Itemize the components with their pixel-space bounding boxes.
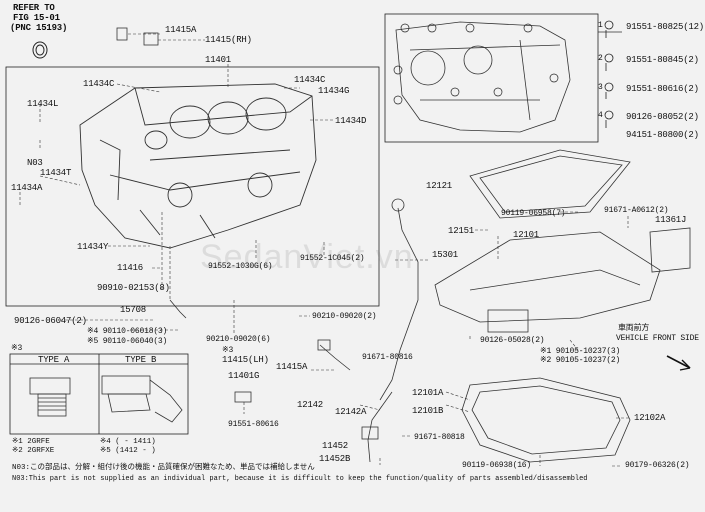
label-11434C-b[interactable]: 11434C <box>294 75 326 85</box>
lower-oil-pan <box>461 377 631 463</box>
refer-line2: FIG 15-01 <box>13 13 60 23</box>
label-11434C-a[interactable]: 11434C <box>83 79 115 89</box>
label-11415-rh[interactable]: 11415(RH) <box>205 35 252 45</box>
label-91551-80616[interactable]: 91551-80616 <box>228 420 279 429</box>
label-90126-05028[interactable]: 90126-05028(2) <box>480 336 545 345</box>
label-11434Y[interactable]: 11434Y <box>77 242 109 252</box>
dipstick-guide <box>361 391 393 463</box>
front-label-en: VEHICLE FRONT SIDE <box>616 334 699 343</box>
label-90210-09020-6[interactable]: 90210-09020(6) <box>206 335 271 344</box>
label-11434A[interactable]: 11434A <box>11 183 43 193</box>
label-91552-1030G[interactable]: 91552-1030G(6) <box>208 262 273 271</box>
legend-num-1: 1 <box>598 21 603 30</box>
label-12102A[interactable]: 12102A <box>634 413 666 423</box>
refer-line3: (PNC 15193) <box>10 23 68 33</box>
label-91671-80818[interactable]: 91671-80818 <box>414 433 465 442</box>
note-5: ※5 (1412 - ) <box>100 447 156 455</box>
label-15301[interactable]: 15301 <box>432 250 459 260</box>
label-12151[interactable]: 12151 <box>448 226 475 236</box>
label-90119-06938[interactable]: 90119-06938(16) <box>462 461 532 470</box>
label-90110-06018[interactable]: ※4 90110-06018(3) <box>87 327 168 336</box>
type-a-sketch <box>29 377 71 417</box>
label-15708[interactable]: 15708 <box>120 305 147 315</box>
note-1: ※1 2GRFE <box>12 438 50 446</box>
label-91552-1C045[interactable]: 91552-1C045(2) <box>300 254 365 263</box>
label-11415-lh[interactable]: 11415(LH) <box>222 355 269 365</box>
label-11452B[interactable]: 11452B <box>319 454 351 464</box>
label-N03: N03 <box>27 158 43 168</box>
label-11452[interactable]: 11452 <box>322 441 349 451</box>
block-group-frame <box>5 66 380 307</box>
inset-callouts <box>393 23 559 105</box>
legend-part-2[interactable]: 91551-80845(2) <box>626 55 699 65</box>
legend-part-1[interactable]: 91551-80825(12) <box>626 22 705 32</box>
label-90105-10237-2[interactable]: ※2 90105-10237(2) <box>540 356 621 365</box>
note-4: ※4 ( - 1411) <box>100 438 156 446</box>
type-b-sketch <box>101 375 183 423</box>
label-11361J[interactable]: 11361J <box>655 215 687 225</box>
label-12101A[interactable]: 12101A <box>412 388 444 398</box>
label-11401[interactable]: 11401 <box>205 55 232 65</box>
leader-lines <box>19 33 630 467</box>
timing-cover-inset <box>384 13 599 143</box>
label-91671-A0612[interactable]: 91671-A0612(2) <box>604 206 669 215</box>
note-2: ※2 2GRFXE <box>12 447 55 455</box>
label-11415A[interactable]: 11415A <box>276 362 308 372</box>
label-90910-02153[interactable]: 90910-02153(8) <box>97 283 170 293</box>
label-11416[interactable]: 11416 <box>117 263 144 273</box>
bolt-legend-icons <box>604 20 614 128</box>
label-90179-06326[interactable]: 90179-06326(2) <box>625 461 690 470</box>
engine-block-drawing <box>79 83 317 249</box>
label-90119-06958[interactable]: 90119-06958(7) <box>501 209 566 218</box>
legend-part-4[interactable]: 90126-08052(2) <box>626 112 699 122</box>
label-12101[interactable]: 12101 <box>513 230 540 240</box>
label-91671-80816[interactable]: 91671-80816 <box>362 353 413 362</box>
label-90210-09020-2[interactable]: 90210-09020(2) <box>312 312 377 321</box>
front-label-jp: 車両前方 <box>618 324 650 333</box>
note-n03-jp: N03:この部品は、分解・組付け後の機能・品質確保が困難なため、単品では補給しま… <box>12 464 315 472</box>
legend-part-3[interactable]: 91551-80616(2) <box>626 84 699 94</box>
label-12101B[interactable]: 12101B <box>412 406 444 416</box>
sensor-parts <box>116 27 351 403</box>
label-11434L[interactable]: 11434L <box>27 99 59 109</box>
label-90105-10237-3[interactable]: ※1 90105-10237(3) <box>540 347 621 356</box>
type-a-label: TYPE A <box>38 355 70 365</box>
legend-num-3: 3 <box>598 83 603 92</box>
label-11434T[interactable]: 11434T <box>40 168 72 178</box>
label-11434G[interactable]: 11434G <box>318 86 350 96</box>
label-11415A-top[interactable]: 11415A <box>165 25 197 35</box>
label-90110-06040[interactable]: ※5 90110-06040(3) <box>87 337 168 346</box>
label-12142[interactable]: 12142 <box>297 400 324 410</box>
legend-part-5[interactable]: 94151-80800(2) <box>626 130 699 140</box>
label-12142A[interactable]: 12142A <box>335 407 367 417</box>
seal-icon <box>32 41 48 59</box>
upper-oil-pan <box>434 231 661 333</box>
oil-strainer-plate <box>649 227 691 273</box>
label-90126-06047[interactable]: 90126-06047(2) <box>14 316 87 326</box>
timing-cover-drawing <box>395 21 622 133</box>
refer-line1: REFER TO <box>13 3 55 13</box>
label-11401G[interactable]: 11401G <box>228 371 260 381</box>
note-n03-en: N03:This part is not supplied as an indi… <box>12 475 588 483</box>
vehicle-front-arrow <box>666 355 691 371</box>
type-box-mark: ※3 <box>11 344 23 353</box>
legend-num-2: 2 <box>598 54 603 63</box>
label-11434D[interactable]: 11434D <box>335 116 367 126</box>
legend-num-4: 4 <box>598 111 603 120</box>
type-b-label: TYPE B <box>125 355 157 365</box>
label-11415lh-mark: ※3 <box>222 346 234 355</box>
upper-oil-pan-gasket <box>469 149 631 219</box>
dipstick <box>379 198 419 401</box>
label-12121[interactable]: 12121 <box>426 181 453 191</box>
watermark: SedanViet.vn <box>200 238 414 276</box>
